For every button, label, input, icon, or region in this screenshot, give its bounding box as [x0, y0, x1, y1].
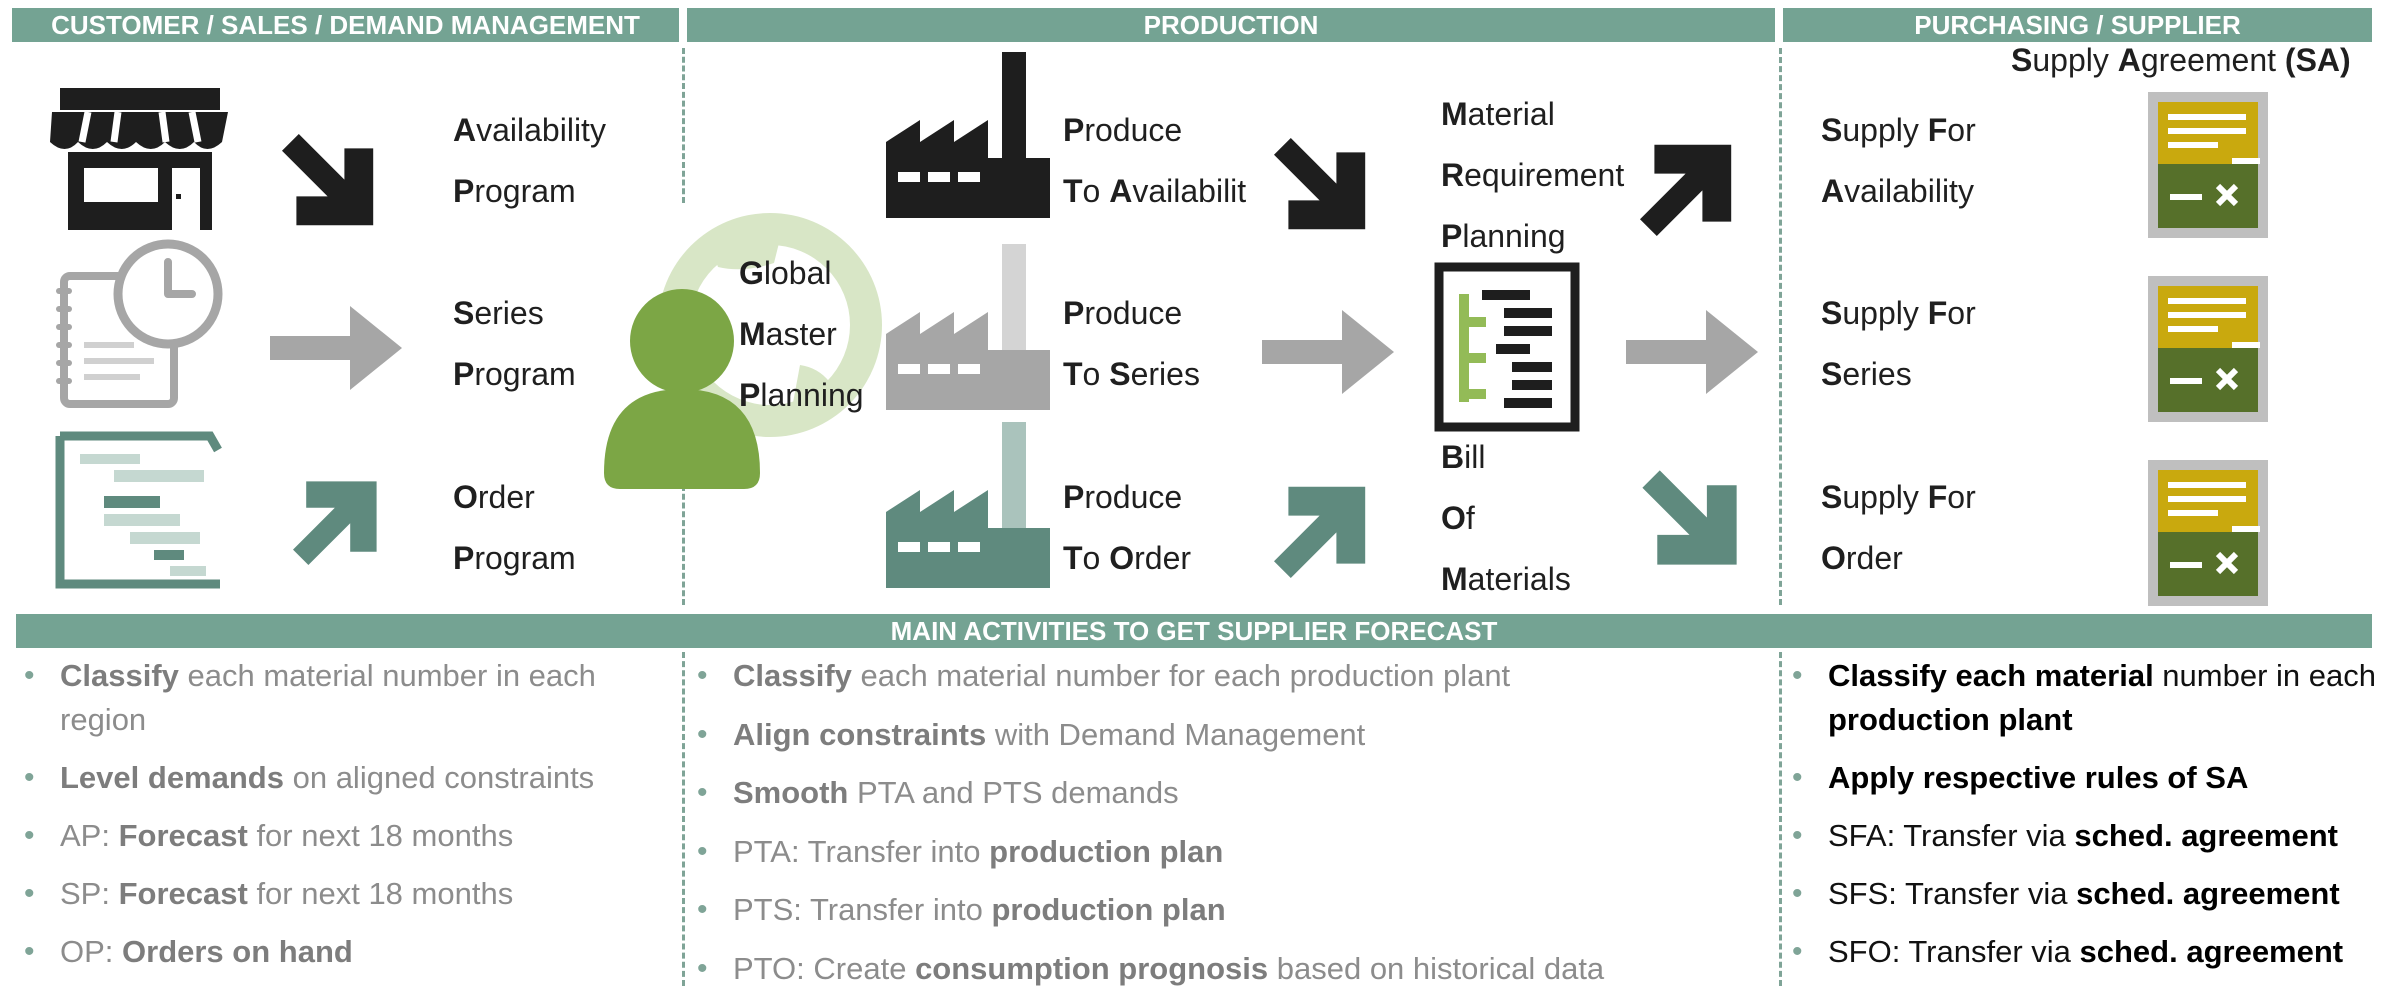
- production-activities-list: Classify each material number for each p…: [693, 654, 1773, 991]
- label-material-requirement-planning: Material Requirement Planning: [1441, 96, 1625, 254]
- factory-gray-icon: [886, 244, 1050, 410]
- header-purchasing: PURCHASING / SUPPLIER: [1783, 8, 2372, 42]
- header-main-activities: MAIN ACTIVITIES TO GET SUPPLIER FORECAST: [16, 614, 2372, 648]
- arrow-down-right-teal-icon: [1642, 470, 1737, 565]
- store-icon: [50, 88, 228, 230]
- globe-person-icon: [604, 213, 882, 489]
- divider-right-lower: [1779, 652, 1782, 986]
- label-produce-to-availability: Produce To Availabilit: [1063, 112, 1247, 209]
- arrow-down-right-dark-icon: [282, 134, 374, 226]
- label-global-master-planning: Global Master Planning: [739, 255, 864, 413]
- supply-agreement-document-icon: [2148, 460, 2268, 606]
- customer-activities-list: Classify each material number in each re…: [20, 654, 670, 974]
- purchasing-activities-list: Classify each material number in each pr…: [1788, 654, 2378, 974]
- bill-of-materials-icon: [1434, 262, 1580, 432]
- arrow-right-gray-icon: [270, 306, 402, 390]
- list-item: AP: Forecast for next 18 months: [20, 814, 670, 858]
- list-item: PTA: Transfer into production plan: [693, 830, 1773, 874]
- list-item: Smooth PTA and PTS demands: [693, 771, 1773, 815]
- header-customer: CUSTOMER / SALES / DEMAND MANAGEMENT: [12, 8, 679, 42]
- list-item: Align constraints with Demand Management: [693, 713, 1773, 757]
- divider-left-lower: [682, 652, 685, 986]
- arrow-down-right-dark-icon: [1274, 138, 1366, 230]
- list-item: SP: Forecast for next 18 months: [20, 872, 670, 916]
- label-availability-program: Availability Program: [453, 112, 606, 209]
- divider-left-bottom: [682, 485, 685, 605]
- divider-left-top: [682, 48, 685, 203]
- arrow-up-right-teal-icon: [1274, 486, 1366, 578]
- label-supply-for-order: Supply For Order: [1821, 479, 1976, 576]
- calendar-clock-icon: [56, 239, 223, 408]
- label-supply-for-series: Supply For Series: [1821, 295, 1976, 392]
- supply-agreement-document-icon: [2148, 92, 2268, 238]
- supply-agreement-document-icon: [2148, 276, 2268, 422]
- list-item: Classify each material number for each p…: [693, 654, 1773, 698]
- label-bill-of-materials: Bill Of Materials: [1441, 439, 1571, 597]
- list-item: SFS: Transfer via sched. agreement: [1788, 872, 2378, 916]
- label-supply-for-availability: Supply For Availability: [1821, 112, 1976, 209]
- supply-agreement-title: Supply Agreement (SA): [2011, 42, 2351, 78]
- label-series-program: Series Program: [453, 295, 576, 392]
- list-item: Classify each material number in each pr…: [1788, 654, 2378, 742]
- list-item: Classify each material number in each re…: [20, 654, 670, 742]
- list-item: PTO: Create consumption prognosis based …: [693, 947, 1773, 991]
- gantt-chart-icon: [55, 431, 222, 589]
- header-production: PRODUCTION: [687, 8, 1775, 42]
- arrow-up-right-teal-icon: [293, 481, 377, 565]
- list-item: PTS: Transfer into production plan: [693, 888, 1773, 932]
- factory-dark-icon: [886, 52, 1050, 218]
- divider-right-top: [1779, 48, 1782, 605]
- label-produce-to-series: Produce To Series: [1063, 295, 1200, 392]
- arrow-up-right-dark-icon: [1640, 144, 1732, 236]
- list-item: SFO: Transfer via sched. agreement: [1788, 930, 2378, 974]
- list-item: Level demands on aligned constraints: [20, 756, 670, 800]
- factory-teal-icon: [886, 422, 1050, 588]
- arrow-right-gray-icon: [1262, 310, 1394, 394]
- list-item: Apply respective rules of SA: [1788, 756, 2378, 800]
- label-order-program: Order Program: [453, 479, 576, 576]
- list-item: SFA: Transfer via sched. agreement: [1788, 814, 2378, 858]
- label-produce-to-order: Produce To Order: [1063, 479, 1192, 576]
- list-item: OP: Orders on hand: [20, 930, 670, 974]
- arrow-right-gray-icon: [1626, 310, 1758, 394]
